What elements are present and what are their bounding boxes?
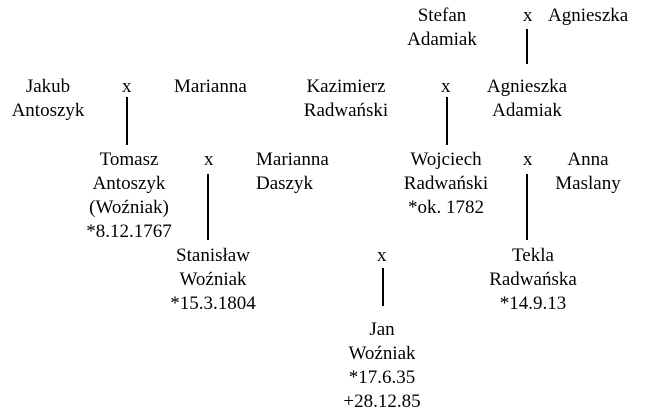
marriage-mark-tomasz-marianna: x [204,149,214,170]
person-line: Stefan [417,5,467,26]
person-line: Adamiak [407,29,477,50]
person-agnieszka-adamiak: Agnieszka Adamiak [476,75,578,123]
person-line: *17.6.35 [348,367,416,388]
marriage-mark-jakub-marianna: x [122,76,132,97]
marriage-mark-stefan-agnieszka: x [523,5,533,26]
person-line: Woźniak [179,269,247,290]
person-line: Jan [369,319,395,340]
person-line: Tomasz [99,149,159,170]
person-line: Antoszyk [92,173,166,194]
person-stefan-adamiak: Stefan Adamiak [402,4,482,52]
person-line: Radwański [403,173,489,194]
person-line: Jakub [25,76,71,97]
person-marianna: Marianna [174,75,247,99]
person-tekla-radwanska: Tekla Radwańska *14.9.13 [476,244,590,316]
person-line: Tekla [512,245,554,266]
descent-line-radwanska [526,174,528,240]
person-kazimierz-radwanski: Kazimierz Radwański [296,75,396,123]
person-wojciech-radwanski: Wojciech Radwański *ok. 1782 [392,148,500,220]
person-line: Agnieszka [548,5,629,26]
marriage-mark-kazimierz-agnieszka: x [441,76,451,97]
person-line: Kazimierz [306,76,386,97]
person-line: Maslany [555,173,621,194]
person-line: +28.12.85 [343,391,421,412]
person-line: Adamiak [492,100,562,121]
person-marianna-daszyk: Marianna Daszyk [256,148,329,196]
person-line: Wojciech [410,149,482,170]
descent-line-antoszyk [126,97,128,145]
descent-line-adamiak [526,29,528,64]
marriage-mark-wojciech-anna: x [523,149,533,170]
person-line: Antoszyk [11,100,85,121]
person-anna-maslany: Anna Maslany [550,148,626,196]
person-jan-wozniak: Jan Woźniak *17.6.35 +28.12.85 [330,318,434,414]
person-line: *ok. 1782 [408,197,484,218]
person-line: Radwańska [489,269,577,290]
descent-line-wozniak [207,174,209,240]
person-stanislaw-wozniak: Stanisław Woźniak *15.3.1804 [156,244,270,316]
person-line: Agnieszka [486,76,568,97]
descent-line-radwanski [446,97,448,145]
person-line: Marianna [174,76,247,97]
person-line: Woźniak [348,343,416,364]
person-line: *8.12.1767 [86,221,172,242]
person-line: Stanisław [176,245,250,266]
person-line: (Woźniak) [89,197,169,218]
person-line: Marianna [256,149,329,170]
person-jakub-antoszyk: Jakub Antoszyk [6,75,90,123]
person-tomasz-antoszyk: Tomasz Antoszyk (Woźniak) *8.12.1767 [70,148,188,244]
person-line: *15.3.1804 [170,293,256,314]
person-agnieszka: Agnieszka [548,4,628,28]
person-line: *14.9.13 [499,293,567,314]
person-line: Radwański [303,100,389,121]
person-line: Anna [567,149,609,170]
marriage-mark-stanislaw-tekla: x [377,245,387,266]
person-line: Daszyk [256,173,313,194]
descent-line-jan [382,268,384,306]
